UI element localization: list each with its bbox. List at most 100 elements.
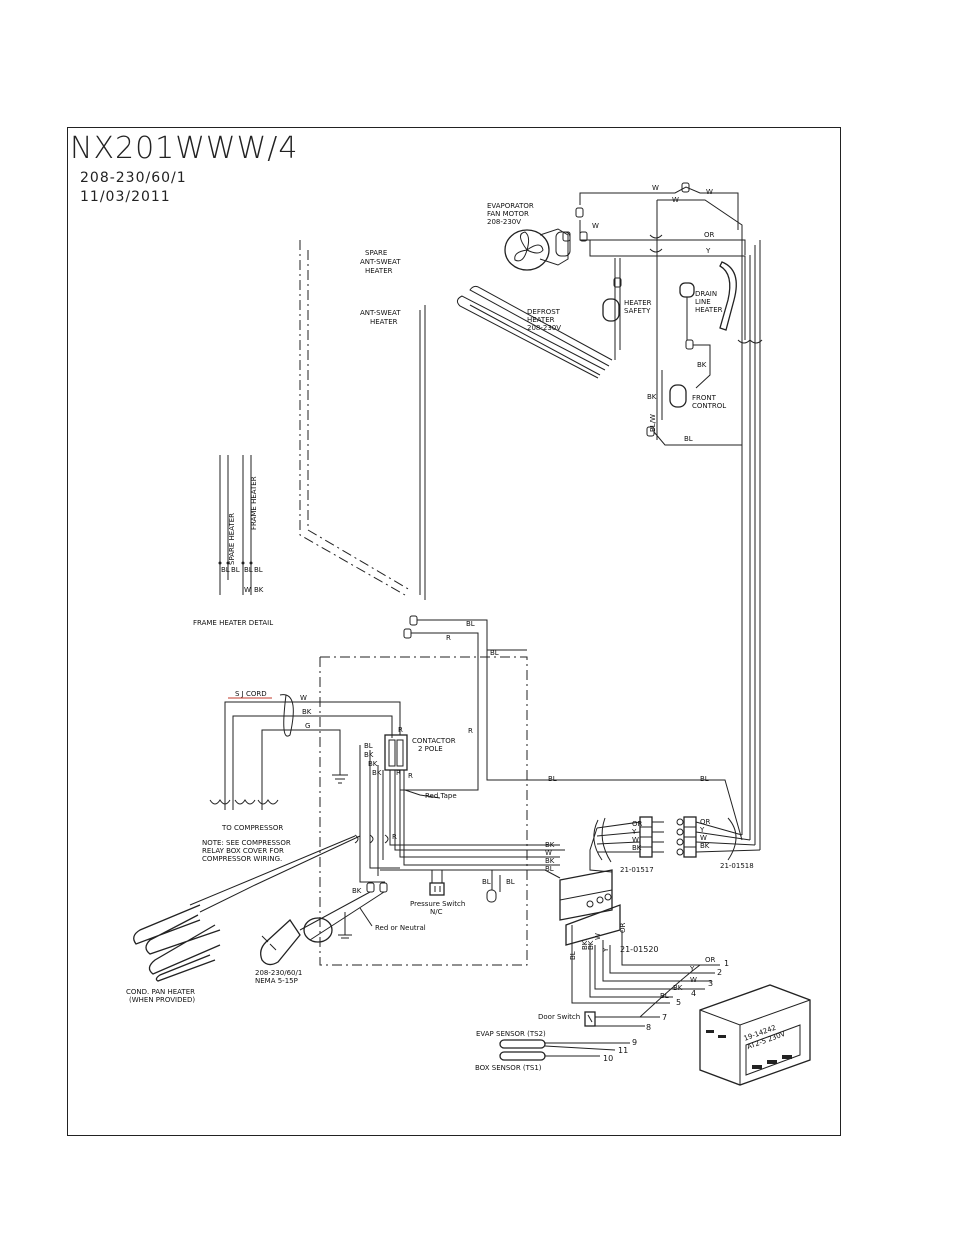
box-bk-2: BK [545,857,555,865]
ct-r-3: R [408,772,413,780]
cord-ferrite-icon [303,917,333,943]
pressure-switch-icon [429,882,445,896]
drain-line-heater-label: DRAIN LINE HEATER [695,290,723,314]
red-tape-label: Red Tape [425,792,457,800]
ct-y: Y [689,965,695,973]
terminal-3: 3 [708,979,713,988]
ct-bk-1: BK [364,751,374,759]
spare-heater-label: SPARE ANT-SWEAT HEATER [360,249,403,275]
box-w-1: W [545,849,552,857]
defrost-heater-icon [456,285,613,379]
ground-icon-2 [338,934,352,939]
terminal-10: 10 [603,1054,613,1063]
ct-or: OR [705,956,716,964]
compressor-leads [209,799,279,805]
fh-w: W [244,586,251,594]
frame-heater-detail [218,455,253,595]
terminal-9: 9 [632,1038,637,1047]
pk-bl-2: BL [506,878,515,886]
wire-label-w-2: W [706,188,713,196]
wire-label-bk-1: BK [697,361,707,369]
frame-heater-detail-title: FRAME HEATER DETAIL [193,619,273,627]
controller-module-icon [699,984,811,1086]
ct-r-2: R [396,769,401,777]
compressor-note: NOTE: SEE COMPRESSOR RELAY BOX COVER FOR… [202,839,293,863]
contactor-icon [384,734,408,771]
evap-fan-label: EVAPORATOR FAN MOTOR 208-230V [487,202,536,226]
connector-21-01517-label: 21-01517 [620,866,654,874]
spare-heater-loop [299,240,411,596]
terminal-1: 1 [724,959,729,968]
red-or-neutral-label: Red or Neutral [375,924,426,932]
terminal-4: 4 [691,989,696,998]
tb-bk-2: BK [587,940,595,950]
ct-w: W [690,976,697,984]
wire-label-bl-4: BL [700,775,709,783]
c17-w: W [632,836,639,844]
connector-21-01518 [676,816,697,858]
c18-w: W [700,834,707,842]
c17-bk: BK [632,844,642,852]
tb-y: Y [602,947,610,953]
wire-nut-2 [575,207,584,218]
controller-label: 19-14242 AT2-5 230V [743,1021,787,1051]
wire-nut-9 [403,628,412,639]
wire-nut-11 [379,882,388,893]
ct-bl-2: BL [660,992,669,1000]
spare-heater-detail-label: SPARE HEATER [228,513,236,565]
cond-pan-heater-icon [133,904,221,982]
terminal-5: 5 [676,998,681,1007]
to-compressor-label: TO COMPRESSOR [221,824,283,832]
bl-5: BL [490,649,499,657]
ct-bk: BK [673,984,683,992]
wire-label-w-1: W [652,184,659,192]
frame-heater-detail-label: FRAME HEATER [250,476,258,530]
anti-sweat-heater-label: ANT-SWEAT HEATER [360,309,403,326]
wire-nut-10 [366,882,375,893]
wire-nut-4 [579,231,588,242]
ct-r-1: R [398,726,403,734]
heater-safety-icon [602,298,620,322]
wire-label-w-3: W [672,196,679,204]
wire-label-bk-2: BK [647,393,657,401]
fh-bk: BK [254,586,264,594]
evap-sensor-icon [499,1039,546,1049]
box-sensor-icon [499,1051,546,1061]
connector-21-01517 [639,816,664,858]
evap-sensor-label: EVAP SENSOR (TS2) [476,1030,546,1038]
pressure-switch-label: Pressure Switch N/C [410,900,468,916]
c18-bk: BK [700,842,710,850]
connector-21-01520-label: 21-01520 [620,945,659,954]
connector-21-01518-label: 21-01518 [720,862,754,870]
anti-sweat-heater-loop [419,305,426,600]
heater-safety-label: HEATER SAFETY [624,299,654,315]
fh-bl-2: BL [231,566,240,574]
wire-label-bl-2: BL [466,620,475,628]
wire-nut-6 [685,339,694,350]
plug-icon [260,919,301,966]
front-control-icon [669,384,687,408]
sj-cord-label: S J CORD [235,690,267,698]
wire-nut-5 [613,277,622,288]
cond-pan-heater-label: COND. PAN HEATER (WHEN PROVIDED) [126,988,197,1004]
c18-y: Y [699,826,705,834]
door-switch-icon [584,1011,596,1027]
connector-21-01520 [559,869,621,946]
box-bl-1: BL [545,865,554,873]
date-label: 11/03/2011 [80,189,171,205]
pl-bk: BK [352,887,362,895]
terminal-8: 8 [646,1023,651,1032]
wire-label-bl-1: BL [684,435,693,443]
fh-bl-3: BL [244,566,253,574]
evap-fan-icon [504,228,571,271]
ct-bk-3: BK [372,769,382,777]
component-knob [486,889,497,903]
ct-bk-2: BK [368,760,378,768]
tb-bk-1: BK [581,940,589,950]
plug-label: 208-230/60/1 NEMA 5-15P [255,969,305,985]
tb-w: W [594,933,602,940]
fh-bl-4: BL [254,566,263,574]
wire-label-r-1: R [446,634,451,642]
model-title: NX201WWW/4 [70,131,299,166]
